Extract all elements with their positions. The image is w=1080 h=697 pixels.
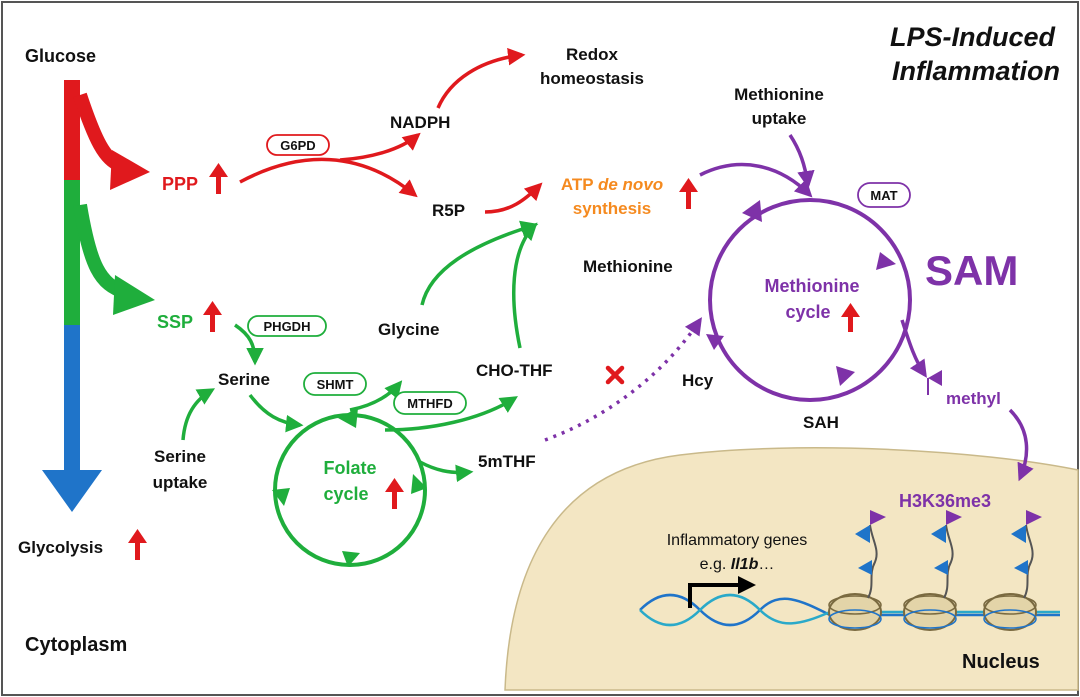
methionine-cycle-arrowhead — [836, 366, 855, 386]
label-genes-line2: e.g. Il1b… — [700, 556, 775, 573]
up-arrow-icon — [128, 529, 147, 560]
glycolysis-arrowhead — [42, 470, 102, 512]
label-methionine-cycle-line1: Methionine — [765, 276, 860, 296]
dna-strand — [639, 593, 1060, 627]
glycolysis-bar-blue — [64, 325, 80, 475]
folate-cycle-arrowhead — [411, 474, 427, 494]
methyl-mark-icon — [855, 510, 1042, 575]
enzyme-oval-g6pd — [266, 134, 330, 156]
enzyme-oval-mat — [857, 182, 911, 208]
methionine-cycle-circle — [708, 198, 912, 402]
glycolysis-bar-red — [64, 80, 80, 180]
enzyme-shmt: SHMT — [317, 377, 354, 392]
enzyme-oval-mthfd — [393, 391, 467, 415]
methionine-uptake-arrow — [788, 134, 815, 189]
tss-arrow — [688, 583, 740, 608]
label-cho-thf: CHO-THF — [476, 361, 552, 380]
glycolysis-bar-green — [64, 180, 80, 325]
methionine-cycle-arrowhead — [876, 252, 896, 270]
nucleosome — [983, 593, 1037, 631]
up-arrow-icon — [209, 163, 228, 194]
nucleosome — [903, 593, 957, 631]
nucleosome — [828, 593, 882, 631]
label-sah: SAH — [803, 413, 839, 432]
label-methyl: methyl — [946, 389, 1001, 408]
folate-to-glycine-arrow — [349, 380, 403, 412]
label-h3k36me3: H3K36me3 — [899, 491, 991, 511]
nadph-to-redox-arrow — [436, 47, 526, 109]
label-redox-line2: homeostasis — [540, 69, 644, 88]
enzyme-g6pd: G6PD — [280, 138, 315, 153]
ppp-arrowhead — [110, 150, 150, 190]
sam-to-methyl-arrow — [900, 319, 927, 378]
label-5mthf: 5mTHF — [478, 452, 536, 471]
red-x-icon — [605, 365, 625, 385]
label-sam: SAM — [925, 247, 1018, 294]
label-genes-line1: Inflammatory genes — [667, 532, 808, 549]
folate-cycle-arrowhead — [342, 551, 360, 567]
enzyme-oval-phgdh — [247, 315, 327, 337]
label-hcy: Hcy — [682, 371, 714, 390]
label-glucose: Glucose — [25, 46, 96, 66]
r5p-to-atp-arrow — [484, 182, 543, 214]
label-glycine: Glycine — [378, 320, 439, 339]
folate-to-chothf-arrow — [384, 396, 518, 432]
title-line1: LPS-Induced — [890, 22, 1056, 52]
label-atp-line1: ATP de novo — [561, 175, 663, 194]
chothf-to-atp-arrow — [512, 222, 538, 349]
label-methionine-uptake-line1: Methionine — [734, 85, 824, 104]
label-glycolysis: Glycolysis — [18, 538, 103, 557]
enzyme-mthfd: MTHFD — [407, 396, 453, 411]
label-nadph: NADPH — [390, 113, 450, 132]
methionine-cycle-arrowhead — [706, 334, 724, 350]
atp-to-methionine-arrow — [699, 162, 813, 198]
tss-arrowhead — [738, 576, 756, 594]
title-line2: Inflammation — [892, 56, 1060, 86]
ppp-to-r5p-arrow — [239, 157, 418, 198]
folate-cycle-arrowhead — [272, 488, 290, 506]
methyl-flag-icon — [928, 370, 942, 386]
label-methionine-uptake-line2: uptake — [752, 109, 807, 128]
label-cytoplasm: Cytoplasm — [25, 634, 127, 656]
enzyme-phgdh: PHGDH — [264, 319, 311, 334]
label-serine: Serine — [218, 370, 270, 389]
label-r5p: R5P — [432, 201, 465, 220]
histone-tail-flags — [867, 524, 1034, 599]
label-ssp: SSP — [157, 312, 193, 332]
up-arrow-icon — [679, 178, 698, 209]
folate-to-5mthf-arrow — [419, 460, 474, 483]
dna-strand — [639, 593, 1060, 627]
label-redox-line1: Redox — [566, 45, 619, 64]
ssp-to-serine-arrow — [234, 323, 264, 366]
label-folate-line2: cycle — [323, 484, 368, 504]
serine-to-folate-arrow — [248, 393, 304, 433]
methionine-cycle-arrowhead — [742, 200, 762, 222]
label-ppp: PPP — [162, 174, 198, 194]
methyl-to-h3k36me3-arrow — [1008, 408, 1034, 482]
glycine-to-atp-arrow — [420, 220, 539, 306]
ppp-to-nadph-arrow — [339, 132, 421, 162]
enzyme-mat: MAT — [870, 188, 897, 203]
label-atp-line2: synthesis — [573, 199, 651, 218]
label-nucleus: Nucleus — [962, 651, 1040, 673]
up-arrow-icon — [841, 303, 860, 332]
label-serine-uptake-line2: uptake — [153, 473, 208, 492]
ssp-arrowhead — [113, 275, 155, 315]
serine-uptake-arrow — [181, 388, 216, 441]
up-arrow-icon — [203, 301, 222, 332]
up-arrow-icon — [385, 478, 404, 509]
label-methionine-cycle-line2: cycle — [785, 302, 830, 322]
label-methionine: Methionine — [583, 257, 673, 276]
folate-cycle-arrowhead — [338, 408, 358, 428]
label-serine-uptake-line1: Serine — [154, 447, 206, 466]
5mthf-to-methionine-dotted — [544, 317, 702, 442]
enzyme-oval-shmt — [303, 372, 367, 396]
label-folate-line1: Folate — [323, 458, 376, 478]
